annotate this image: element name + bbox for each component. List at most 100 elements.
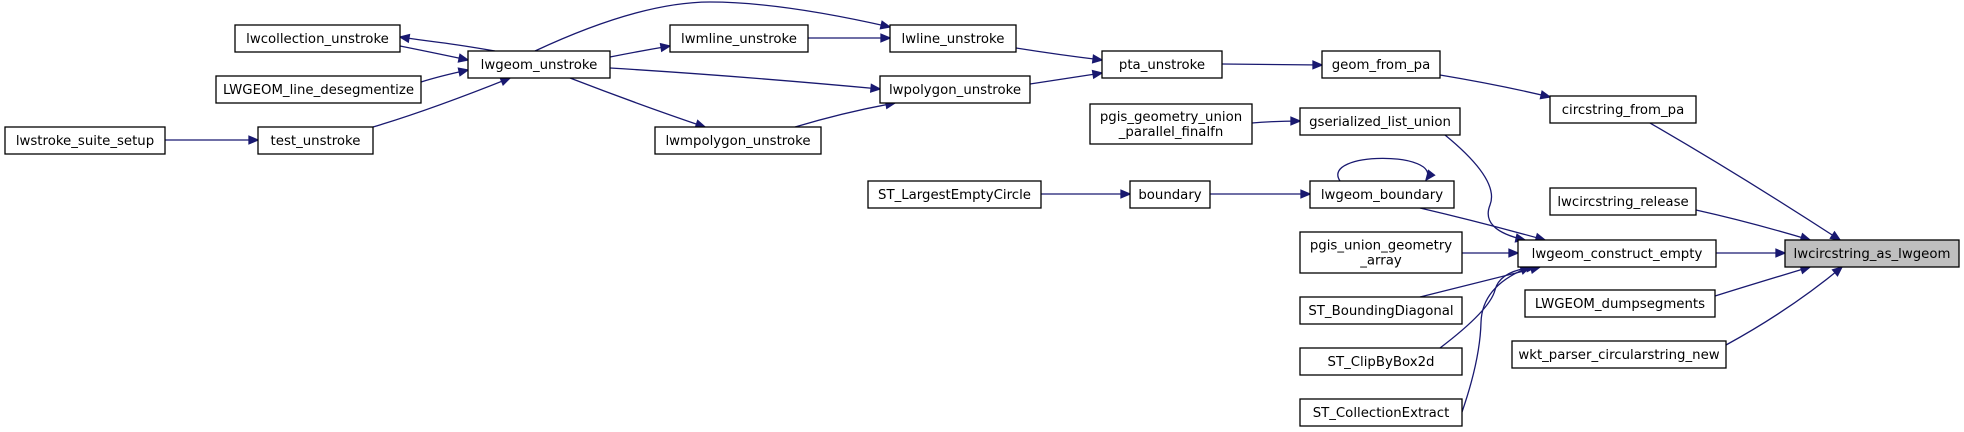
- node-label: LWGEOM_dumpsegments: [1535, 297, 1705, 312]
- node-label: geom_from_pa: [1332, 58, 1431, 73]
- edge-line: [609, 67, 881, 90]
- arrowhead: [1290, 116, 1302, 126]
- node-boundary[interactable]: boundary: [1129, 180, 1211, 209]
- edge-geom-from-pa-to-circstring-from-pa: [1439, 74, 1552, 100]
- node-lwline-unstroke[interactable]: lwline_unstroke: [889, 24, 1017, 53]
- node-st-largestemptycircle[interactable]: ST_LargestEmptyCircle: [867, 180, 1042, 209]
- node-box: [215, 75, 422, 104]
- node-label: lwgeom_unstroke: [481, 58, 598, 73]
- node-box: [257, 126, 374, 155]
- node-circstring-from-pa[interactable]: circstring_from_pa: [1549, 95, 1697, 124]
- arrowhead: [659, 42, 672, 53]
- node-box: [889, 24, 1017, 53]
- node-box: [1299, 398, 1463, 427]
- edge-line: [1444, 134, 1526, 241]
- node-label: _array: [1359, 254, 1402, 269]
- node-lwcircstring-release[interactable]: lwcircstring_release: [1549, 187, 1697, 216]
- edge-line: [1725, 266, 1843, 346]
- arrowhead: [869, 83, 882, 93]
- edge-lwstroke-suite-setup-to-test-unstroke: [165, 135, 260, 145]
- node-label: pgis_union_geometry: [1310, 239, 1452, 254]
- node-box: [1517, 239, 1717, 268]
- node-box: [1549, 187, 1697, 216]
- node-lwpolygon-unstroke[interactable]: lwpolygon_unstroke: [879, 75, 1031, 104]
- edge-lwgeom-unstroke-to-lwmpolygon-unstroke: [569, 77, 707, 129]
- node-pgis-geometry-union-parallel-finalfn[interactable]: pgis_geometry_union_parallel_finalfn: [1089, 103, 1253, 145]
- edge-pgis-union-geometry-array-to-lwgeom-construct-empty: [1462, 248, 1520, 258]
- node-label: lwmpolygon_unstroke: [665, 134, 810, 149]
- edge-lwline-unstroke-to-pta-unstroke: [1015, 47, 1104, 64]
- edge-lwgeom-boundary-to-lwgeom-boundary: [1337, 157, 1436, 182]
- edge-lwgeom-dumpsegments-to-lwcircstring-as-lwgeom: [1714, 265, 1812, 297]
- node-box: [1299, 107, 1461, 136]
- node-label: ST_LargestEmptyCircle: [878, 188, 1031, 203]
- node-pgis-union-geometry-array[interactable]: pgis_union_geometry_array: [1299, 231, 1463, 274]
- arrowhead: [398, 33, 411, 44]
- node-label: ST_CollectionExtract: [1313, 406, 1450, 421]
- edge-lwgeom-construct-empty-to-lwcircstring-as-lwgeom: [1716, 248, 1787, 258]
- node-label: wkt_parser_circularstring_new: [1518, 348, 1719, 363]
- node-gserialized-list-union[interactable]: gserialized_list_union: [1299, 107, 1461, 136]
- node-box: [1101, 50, 1223, 79]
- node-lwcircstring-as-lwgeom[interactable]: lwcircstring_as_lwgeom: [1784, 239, 1960, 268]
- node-label: lwgeom_boundary: [1321, 188, 1443, 203]
- node-label: _parallel_finalfn: [1118, 125, 1224, 140]
- nodes-layer: lwcollection_unstrokeLWGEOM_line_desegme…: [4, 24, 1960, 427]
- node-lwmline-unstroke[interactable]: lwmline_unstroke: [669, 24, 809, 53]
- edge-line: [534, 1, 891, 52]
- edge-lwgeom-line-desegmentize-to-lwgeom-unstroke: [420, 67, 470, 83]
- node-lwgeom-boundary[interactable]: lwgeom_boundary: [1309, 180, 1455, 209]
- node-label: lwstroke_suite_setup: [16, 134, 154, 149]
- node-lwstroke-suite-setup[interactable]: lwstroke_suite_setup: [4, 126, 166, 155]
- arrowhead: [1300, 189, 1312, 199]
- node-label: lwcircstring_as_lwgeom: [1794, 247, 1951, 262]
- node-lwcollection-unstroke[interactable]: lwcollection_unstroke: [234, 24, 401, 53]
- node-st-boundingdiagonal[interactable]: ST_BoundingDiagonal: [1299, 296, 1463, 325]
- node-lwgeom-unstroke[interactable]: lwgeom_unstroke: [467, 50, 611, 79]
- arrowhead: [879, 20, 892, 30]
- node-label: boundary: [1138, 188, 1201, 203]
- node-box: [1299, 231, 1463, 274]
- node-box: [1299, 347, 1463, 376]
- edge-pgis-geometry-union-parallel-finalfn-to-gserialized-list-union: [1251, 116, 1302, 126]
- edge-lwgeom-unstroke-to-lwline-unstroke: [534, 1, 892, 52]
- edge-line: [569, 77, 706, 128]
- edge-line: [1439, 266, 1537, 349]
- node-test-unstroke[interactable]: test_unstroke: [257, 126, 374, 155]
- node-box: [1089, 103, 1253, 145]
- node-wkt-parser-circularstring-new[interactable]: wkt_parser_circularstring_new: [1511, 340, 1727, 369]
- arrowhead: [1508, 248, 1520, 258]
- edge-gserialized-list-union-to-lwgeom-construct-empty: [1444, 134, 1527, 243]
- node-label: ST_BoundingDiagonal: [1308, 304, 1453, 319]
- node-pta-unstroke[interactable]: pta_unstroke: [1101, 50, 1223, 79]
- edge-lwgeom-unstroke-to-lwmline-unstroke: [609, 42, 672, 58]
- node-st-collectionextract[interactable]: ST_CollectionExtract: [1299, 398, 1463, 427]
- node-lwgeom-construct-empty[interactable]: lwgeom_construct_empty: [1517, 239, 1717, 268]
- edge-line: [794, 102, 896, 128]
- edge-line: [1419, 207, 1546, 241]
- node-lwgeom-dumpsegments[interactable]: LWGEOM_dumpsegments: [1524, 289, 1716, 318]
- arrowhead: [248, 135, 260, 145]
- node-box: [467, 50, 611, 79]
- node-box: [1129, 180, 1211, 209]
- arrowhead: [1091, 54, 1104, 64]
- node-lwmpolygon-unstroke[interactable]: lwmpolygon_unstroke: [654, 126, 822, 155]
- node-st-clipbybox2d[interactable]: ST_ClipByBox2d: [1299, 347, 1463, 376]
- node-box: [1549, 95, 1697, 124]
- node-label: LWGEOM_line_desegmentize: [223, 83, 414, 98]
- node-box: [867, 180, 1042, 209]
- node-label: gserialized_list_union: [1309, 115, 1451, 130]
- node-geom-from-pa[interactable]: geom_from_pa: [1321, 50, 1441, 79]
- node-label: lwpolygon_unstroke: [889, 83, 1021, 98]
- arrowhead: [1424, 169, 1436, 182]
- edge-line: [1221, 63, 1323, 66]
- arrowhead: [457, 67, 470, 77]
- node-box: [669, 24, 809, 53]
- node-label: lwline_unstroke: [902, 32, 1005, 47]
- edge-wkt-parser-circularstring-new-to-lwcircstring-as-lwgeom: [1725, 265, 1844, 346]
- node-box: [4, 126, 166, 155]
- edge-lwgeom-unstroke-to-lwcollection-unstroke: [398, 33, 496, 52]
- node-label: pta_unstroke: [1119, 58, 1205, 73]
- node-box: [1784, 239, 1960, 268]
- node-lwgeom-line-desegmentize[interactable]: LWGEOM_line_desegmentize: [215, 75, 422, 104]
